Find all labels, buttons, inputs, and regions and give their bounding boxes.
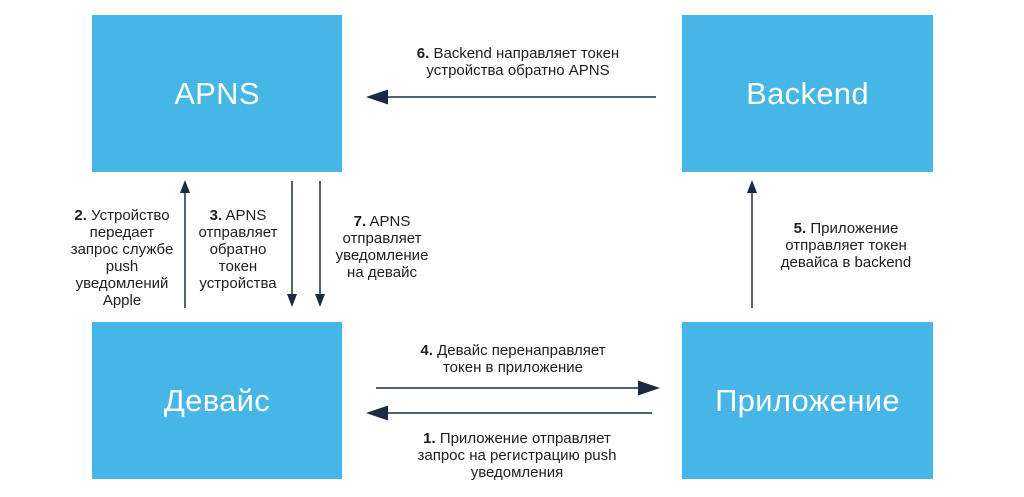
node-apns: APNS xyxy=(92,15,342,172)
step-4-line: токен в приложение xyxy=(442,359,584,376)
step-2-line: уведомлений xyxy=(75,275,169,292)
step-3-text: APNS xyxy=(225,207,267,224)
step-5-text: Приложение xyxy=(810,220,899,237)
step-label-5: 5. Приложение отправляет токен девайса в… xyxy=(781,220,911,271)
arrow-step6-left-icon xyxy=(366,89,656,105)
step-label-1: 1. Приложение отправляет запрос на регис… xyxy=(418,430,617,481)
step-6-line: устройства обратно APNS xyxy=(426,62,610,79)
step-2-line: Apple xyxy=(102,292,142,309)
step-label-2: 2. Устройство передает запрос службе pus… xyxy=(71,207,174,309)
step-7-line: отправляет xyxy=(342,230,422,247)
node-apns-label: APNS xyxy=(174,75,260,111)
step-5-number: 5. xyxy=(793,220,807,237)
step-5-line: 5. Приложение xyxy=(781,220,911,237)
step-6-text: Backend направляет токен xyxy=(433,45,620,62)
node-app: Приложение xyxy=(682,322,933,479)
step-7-number: 7. xyxy=(353,213,367,230)
step-6-line: 6. Backend направляет токен xyxy=(417,45,619,62)
arrow-step5-up-icon xyxy=(747,180,757,308)
step-4-number: 4. xyxy=(420,342,433,359)
step-7-line: на девайс xyxy=(347,264,417,281)
step-7-line: 7. APNS xyxy=(336,213,429,230)
step-2-line: передает xyxy=(89,224,155,241)
node-device: Девайс xyxy=(92,322,342,479)
arrow-step1-left-icon xyxy=(366,405,652,421)
node-backend-label: Backend xyxy=(746,75,869,111)
step-2-text: Устройство xyxy=(91,207,170,224)
step-3-line: отправляет xyxy=(198,224,278,241)
step-1-line: уведомления xyxy=(470,464,564,481)
step-label-3: 3. APNS отправляет обратно токен устройс… xyxy=(199,207,278,292)
step-3-line: устройства xyxy=(199,275,277,292)
step-2-line: запрос службе xyxy=(70,241,174,258)
step-6-number: 6. xyxy=(416,45,430,62)
step-1-line: запрос на регистрацию push xyxy=(417,447,617,464)
step-5-line: девайса в backend xyxy=(780,254,912,271)
node-device-label: Девайс xyxy=(163,382,271,418)
arrow-step2-up-icon xyxy=(180,180,190,308)
step-1-line: 1. Приложение отправляет xyxy=(418,430,617,447)
step-label-4: 4. Девайс перенаправляет токен в приложе… xyxy=(420,342,605,376)
step-3-line: токен xyxy=(218,258,258,275)
arrow-step7-down-icon xyxy=(315,181,325,307)
node-app-label: Приложение xyxy=(715,382,900,418)
step-2-line: push xyxy=(105,258,139,275)
step-3-number: 3. xyxy=(209,207,223,224)
step-3-line: обратно xyxy=(209,241,267,258)
step-4-text: Девайс перенаправляет xyxy=(437,342,606,359)
step-2-line: 2. Устройство xyxy=(71,207,174,224)
step-4-line: 4. Девайс перенаправляет xyxy=(420,342,605,359)
node-backend: Backend xyxy=(682,15,933,172)
step-1-number: 1. xyxy=(423,430,436,447)
step-7-line: уведомление xyxy=(335,247,429,264)
step-7-text: APNS xyxy=(369,213,411,230)
arrow-step4-right-icon xyxy=(376,380,660,396)
step-label-7: 7. APNS отправляет уведомление на девайс xyxy=(336,213,429,281)
step-5-line: отправляет токен xyxy=(785,237,907,254)
step-1-text: Приложение отправляет xyxy=(439,430,611,447)
step-2-number: 2. xyxy=(74,207,87,224)
step-3-line: 3. APNS xyxy=(199,207,278,224)
step-label-6: 6. Backend направляет токен устройства о… xyxy=(417,45,619,79)
arrow-step3-down-icon xyxy=(287,181,297,307)
